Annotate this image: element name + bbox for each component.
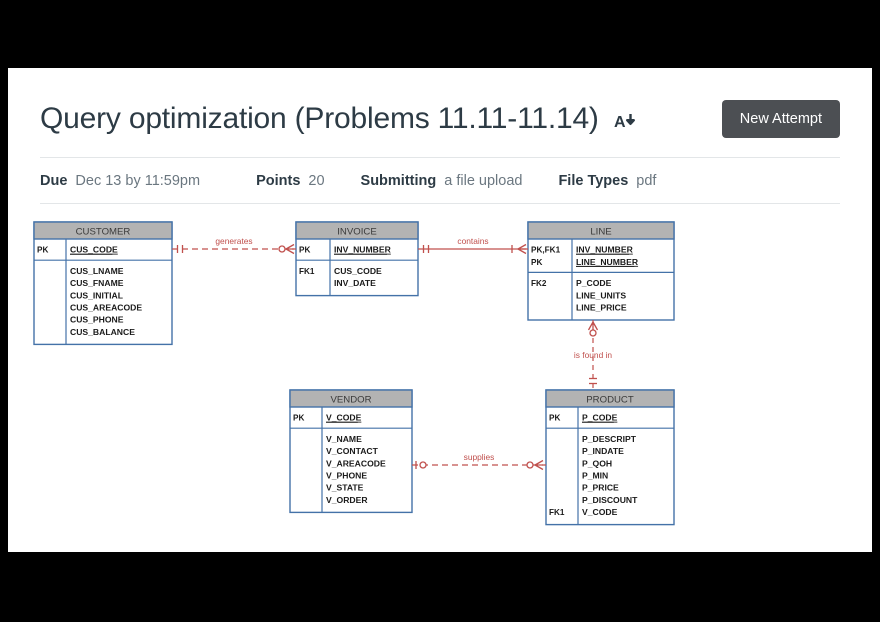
points-label: Points bbox=[256, 173, 301, 189]
attr-field: P_DISCOUNT bbox=[582, 495, 638, 505]
entity-vendor: VENDOR PK V_CODE V_NAME V_CONTACT V_AREACODE V… bbox=[289, 389, 413, 514]
attr-field: P_CODE bbox=[576, 278, 612, 288]
file-types-value: pdf bbox=[636, 173, 657, 189]
page-title: Query optimization (Problems 11.11-11.14… bbox=[40, 102, 599, 135]
attr-field: V_STATE bbox=[326, 483, 364, 493]
entity-box bbox=[545, 389, 675, 526]
attr-field: CUS_INITIAL bbox=[70, 290, 123, 300]
attr-field: CUS_BALANCE bbox=[70, 327, 135, 337]
attr-field: V_CONTACT bbox=[326, 446, 379, 456]
relationship-label: supplies bbox=[464, 452, 495, 462]
meta-file-types: File Types pdf bbox=[558, 173, 656, 189]
meta-due: Due Dec 13 by 11:59pm bbox=[40, 173, 200, 189]
entity-header-band bbox=[295, 221, 419, 240]
entity-name: LINE bbox=[590, 227, 611, 238]
attr-field: INV_DATE bbox=[334, 278, 376, 288]
key-field: LINE_NUMBER bbox=[576, 257, 639, 267]
entity-name: INVOICE bbox=[337, 227, 376, 238]
meta-submitting: Submitting a file upload bbox=[361, 173, 523, 189]
key-tag: PK bbox=[293, 414, 304, 423]
entity-header-band bbox=[33, 221, 173, 240]
entity-name: CUSTOMER bbox=[76, 227, 131, 238]
meta-points: Points 20 bbox=[256, 173, 324, 189]
relationship-is-found-in: is found in bbox=[574, 320, 613, 390]
attr-field: P_PRICE bbox=[582, 483, 619, 493]
entity-header-band bbox=[545, 389, 675, 408]
relationship-generates: generates bbox=[172, 236, 296, 255]
attr-field: CUS_CODE bbox=[334, 266, 382, 276]
entity-header-band bbox=[527, 221, 675, 240]
key-tag: PK bbox=[531, 258, 542, 267]
entity-name: VENDOR bbox=[330, 395, 371, 406]
key-field: CUS_CODE bbox=[70, 245, 118, 255]
key-tag: PK,FK1 bbox=[531, 246, 561, 255]
entity-name: PRODUCT bbox=[586, 395, 634, 406]
relationship-label: contains bbox=[457, 236, 488, 246]
relationship-supplies: supplies bbox=[412, 452, 546, 471]
entity-box bbox=[289, 389, 413, 514]
key-field: P_CODE bbox=[582, 413, 618, 423]
attr-field: V_NAME bbox=[326, 434, 362, 444]
header-divider-top bbox=[40, 157, 840, 158]
key-field: V_CODE bbox=[326, 413, 362, 423]
title-group: Query optimization (Problems 11.11-11.14… bbox=[40, 102, 639, 136]
text-to-speech-icon[interactable]: A bbox=[613, 109, 639, 135]
attr-field: V_ORDER bbox=[326, 495, 368, 505]
attr-tag: FK1 bbox=[549, 508, 565, 517]
attr-field: LINE_PRICE bbox=[576, 303, 627, 313]
relationship-contains: contains bbox=[418, 236, 528, 255]
relationship-label: generates bbox=[215, 236, 252, 246]
attr-field: CUS_AREACODE bbox=[70, 303, 142, 313]
attr-field: P_INDATE bbox=[582, 446, 624, 456]
relationship-label: is found in bbox=[574, 350, 613, 360]
attr-field: V_CODE bbox=[582, 507, 618, 517]
er-diagram: CUSTOMER PK CUS_CODE CUS_LNAME CUS_FNAME CUS_… bbox=[32, 218, 732, 538]
entity-box bbox=[33, 221, 173, 346]
er-diagram-canvas: CUSTOMER PK CUS_CODE CUS_LNAME CUS_FNAME CUS_… bbox=[33, 221, 675, 526]
entity-invoice: INVOICE PK INV_NUMBER FK1 CUS_CODE INV_DATE bbox=[295, 221, 419, 297]
attr-field: P_QOH bbox=[582, 458, 612, 468]
attr-field: CUS_LNAME bbox=[70, 266, 124, 276]
assignment-meta: Due Dec 13 by 11:59pm Points 20 Submitti… bbox=[40, 164, 840, 198]
key-tag: PK bbox=[299, 246, 310, 255]
attr-field: CUS_PHONE bbox=[70, 315, 124, 325]
attr-tag: FK1 bbox=[299, 267, 315, 276]
entity-customer: CUSTOMER PK CUS_CODE CUS_LNAME CUS_FNAME CUS_… bbox=[33, 221, 173, 346]
attr-field: CUS_FNAME bbox=[70, 278, 124, 288]
svg-text:A: A bbox=[614, 114, 626, 131]
attr-field: LINE_UNITS bbox=[576, 290, 626, 300]
due-value: Dec 13 by 11:59pm bbox=[75, 173, 201, 189]
entity-product: PRODUCT PK P_CODE P_DESCRIPT P_INDATE P_QOH P_… bbox=[545, 389, 675, 526]
header-divider-bottom bbox=[40, 203, 840, 204]
attr-field: P_DESCRIPT bbox=[582, 434, 637, 444]
attr-tag: FK2 bbox=[531, 279, 547, 288]
assignment-page: Query optimization (Problems 11.11-11.14… bbox=[8, 68, 872, 552]
due-label: Due bbox=[40, 173, 68, 189]
new-attempt-button[interactable]: New Attempt bbox=[721, 100, 840, 138]
entity-header-band bbox=[289, 389, 413, 408]
submitting-label: Submitting bbox=[360, 173, 437, 189]
points-value: 20 bbox=[308, 173, 325, 189]
assignment-header: Query optimization (Problems 11.11-11.14… bbox=[40, 86, 840, 152]
entity-line: LINE PK,FK1 INV_NUMBER PK LINE_NUMBER FK2 P_CO… bbox=[527, 221, 675, 321]
file-types-label: File Types bbox=[558, 173, 629, 189]
key-tag: PK bbox=[37, 246, 48, 255]
key-tag: PK bbox=[549, 414, 560, 423]
attr-field: V_PHONE bbox=[326, 471, 367, 481]
submitting-value: a file upload bbox=[444, 173, 523, 189]
key-field: INV_NUMBER bbox=[576, 245, 634, 255]
attr-field: V_AREACODE bbox=[326, 458, 386, 468]
key-field: INV_NUMBER bbox=[334, 245, 392, 255]
attr-field: P_MIN bbox=[582, 471, 608, 481]
